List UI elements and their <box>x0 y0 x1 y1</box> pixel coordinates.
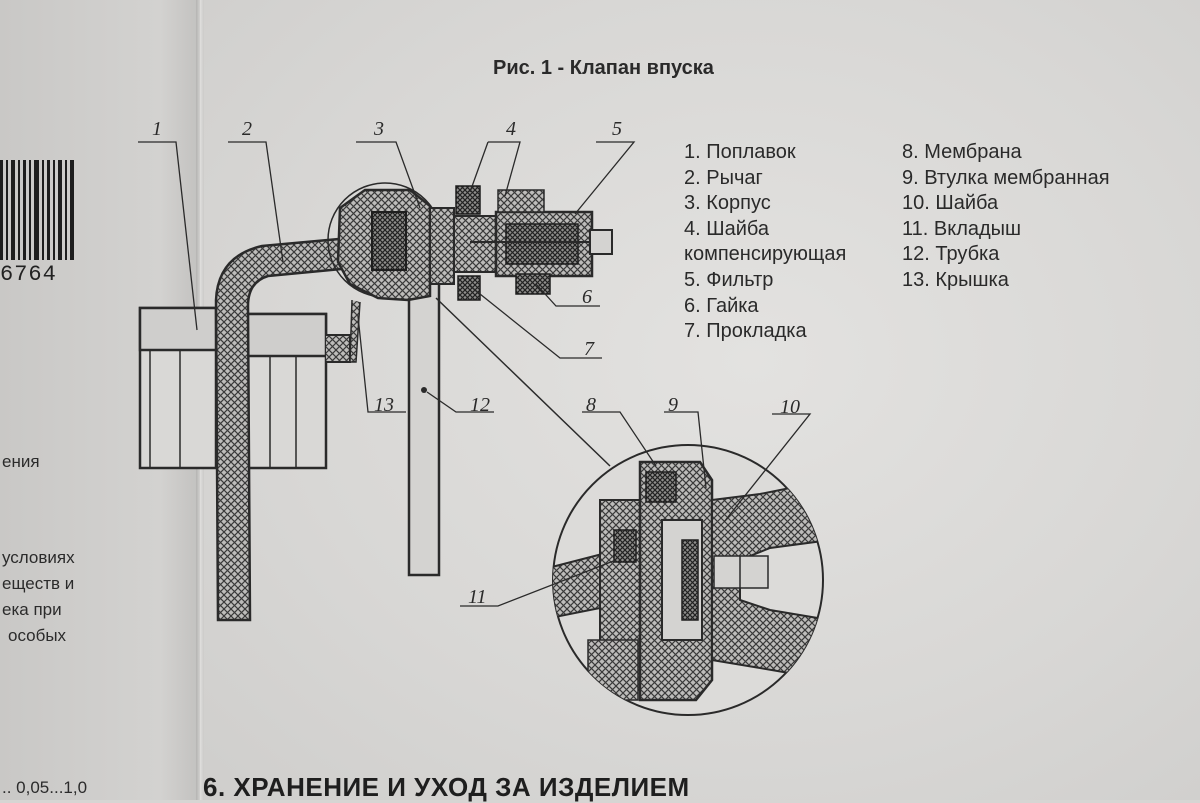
callout-11: 11 <box>468 586 487 608</box>
section-heading: 6. ХРАНЕНИЕ И УХОД ЗА ИЗДЕЛИЕМ <box>203 772 690 802</box>
left-fragment: .. 0,05...1,0 <box>2 778 88 797</box>
callout-5: 5 <box>612 118 622 140</box>
figure-title: Рис. 1 - Клапан впуска <box>493 57 714 79</box>
detail-view <box>552 444 824 716</box>
callout-4: 4 <box>506 118 516 140</box>
legend-item: 2. Рычаг <box>684 166 763 189</box>
callout-8: 8 <box>586 394 596 416</box>
callout-9: 9 <box>668 394 678 416</box>
callout-13: 13 <box>374 394 394 416</box>
callout-1: 1 <box>152 118 162 140</box>
legend-left: 1. Поплавок 2. Рычаг 3. Корпус 4. Шайба … <box>684 140 846 345</box>
legend-right: 8. Мембрана 9. Втулка мембранная 10. Шай… <box>902 140 1192 294</box>
callout-7: 7 <box>584 338 594 360</box>
legend-item: 8. Мембрана <box>902 141 1022 163</box>
left-fragment: еществ и <box>2 574 75 593</box>
callout-12: 12 <box>470 394 490 416</box>
legend-item: 10. Шайба <box>902 192 999 215</box>
left-fragment: особых <box>8 626 67 645</box>
legend-item: 6. Гайка <box>684 294 759 317</box>
left-fragment: ения <box>2 452 40 471</box>
callout-2: 2 <box>242 118 252 140</box>
callout-3: 3 <box>374 118 384 140</box>
legend-item: 13. Крышка <box>902 268 1009 291</box>
barcode <box>0 160 74 260</box>
leader-lines <box>138 141 812 607</box>
float-part <box>138 306 351 470</box>
legend-item: 1. Поплавок <box>684 141 796 163</box>
legend-item: компенсирующая <box>684 243 847 266</box>
legend-item: 4. Шайба <box>684 217 769 240</box>
legend-item: 5. Фильтр <box>684 268 774 291</box>
legend-item: 3. Корпус <box>684 192 771 215</box>
callout-10: 10 <box>780 396 800 418</box>
tube-part <box>407 280 441 577</box>
barcode-number: 6764 <box>0 262 57 287</box>
legend-item: 9. Втулка мембранная <box>902 166 1110 189</box>
legend-item: 11. Вкладыш <box>902 217 1022 240</box>
valve-head <box>327 182 613 363</box>
left-fragment: условиях <box>2 548 75 567</box>
legend-item: 12. Трубка <box>902 243 1000 266</box>
callout-6: 6 <box>582 286 592 308</box>
left-fragment: ека при <box>2 600 62 619</box>
legend-item: 7. Прокладка <box>684 320 807 343</box>
